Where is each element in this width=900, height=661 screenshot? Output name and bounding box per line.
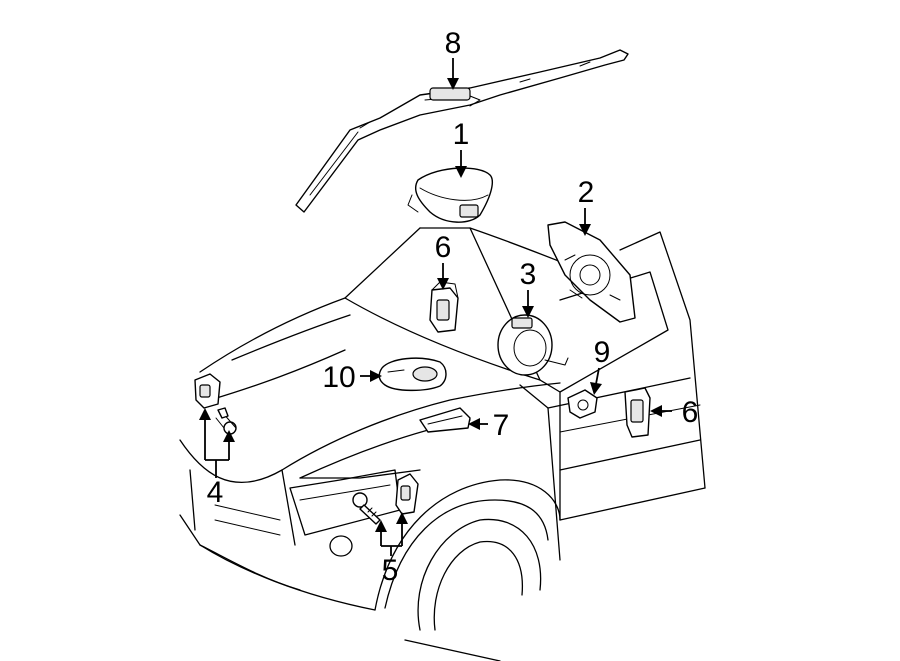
side-sensor-part	[567, 389, 598, 419]
callout-6-lower: 6	[682, 396, 699, 429]
vehicle-outline	[179, 227, 706, 661]
bolt-part-4	[215, 407, 237, 435]
callout-2: 2	[578, 176, 595, 209]
bolt-part-5	[352, 492, 381, 525]
callout-5: 5	[382, 554, 399, 587]
front-sensor-part-2	[395, 473, 419, 515]
callout-4: 4	[207, 476, 224, 509]
callout-8: 8	[445, 27, 462, 60]
callout-1: 1	[453, 118, 470, 151]
bracket-part	[419, 407, 471, 433]
callout-3: 3	[520, 258, 537, 291]
front-sensor-part	[194, 373, 221, 409]
impact-sensor-lower-part	[624, 387, 651, 438]
curtain-airbag-part	[295, 49, 629, 213]
passenger-airbag-part	[407, 167, 493, 223]
impact-sensor-upper-part	[429, 281, 459, 333]
callout-9: 9	[594, 336, 611, 369]
leader-lines	[199, 58, 672, 556]
driver-airbag-part	[547, 221, 636, 323]
clock-spring-part	[497, 314, 569, 376]
callout-7: 7	[493, 409, 510, 442]
callout-6-upper: 6	[435, 231, 452, 264]
control-module-part	[378, 357, 447, 392]
callout-10: 10	[322, 361, 355, 394]
